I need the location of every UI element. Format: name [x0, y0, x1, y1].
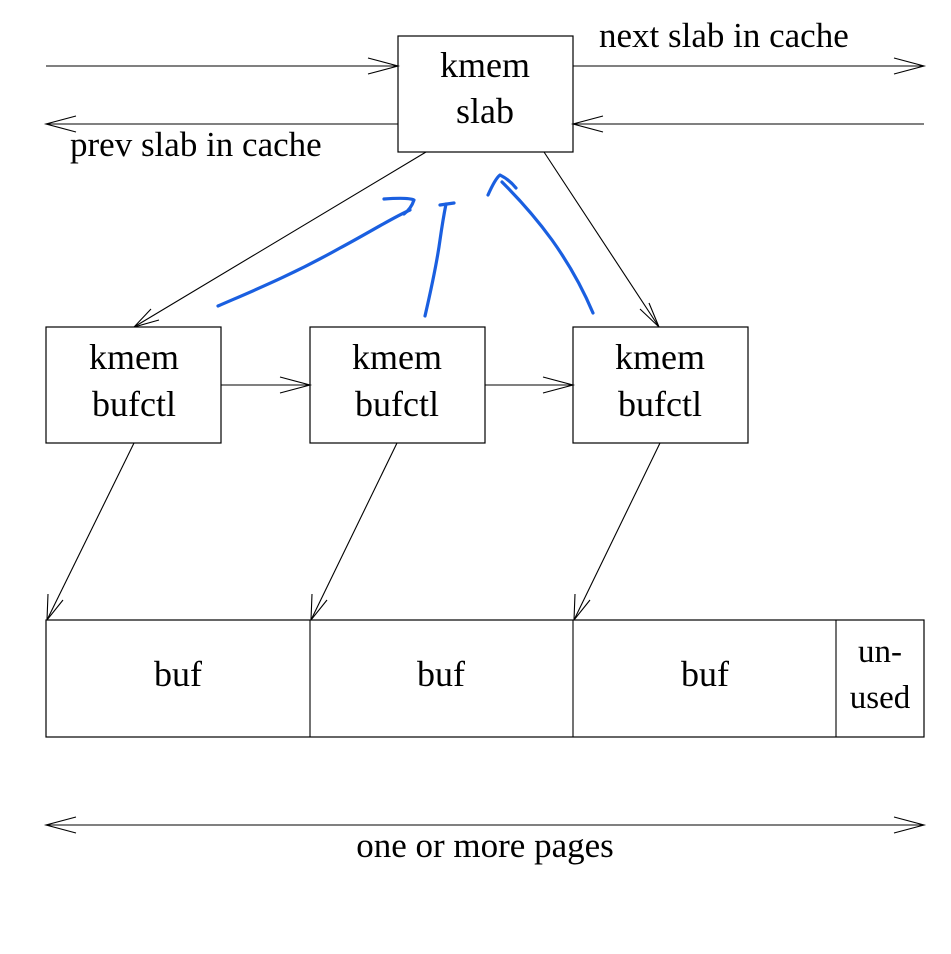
- kmem-slab-label-line1: kmem: [440, 45, 530, 85]
- kmem-slab-node: kmem slab: [397, 35, 574, 153]
- bufctl3-back-pointer-head: [486, 173, 518, 197]
- kmem-bufctl-box-2: [309, 326, 486, 444]
- bufctl1-to-bufctl2-arrowhead: [279, 376, 313, 394]
- bufctl1-back-pointer-stroke: [216, 208, 412, 308]
- bufctl3-to-buf3-line: [573, 442, 661, 621]
- prev-slab-arrowhead: [43, 115, 77, 133]
- bufctl-to-buf-links: [46, 442, 661, 622]
- pages-span-left-arrowhead: [43, 816, 77, 834]
- bufctl2-to-buf2-line: [310, 442, 398, 621]
- buffer-row-outline: [45, 619, 925, 738]
- buf-label-1: buf: [154, 654, 202, 694]
- prev-slab-label: prev slab in cache: [70, 125, 322, 164]
- prev-slab-incoming-arrowhead: [570, 115, 604, 133]
- incoming-slab-arrowhead: [367, 57, 401, 75]
- bufctl-chain-links: [221, 376, 576, 394]
- buffer-row: buf buf buf un- used: [45, 619, 925, 738]
- slab-to-bufctl-links: [132, 151, 660, 329]
- kmem-bufctl-1-line1: kmem: [89, 337, 179, 377]
- kmem-bufctl-3-line2: bufctl: [618, 384, 702, 424]
- kmem-bufctl-3-line1: kmem: [615, 337, 705, 377]
- kmem-bufctl-node-3: kmem bufctl: [572, 326, 749, 444]
- next-slab-label: next slab in cache: [599, 16, 849, 55]
- unused-label-line2: used: [850, 680, 911, 716]
- bufctl2-back-pointer-head: [438, 201, 456, 207]
- bufctl3-back-pointer-stroke: [500, 180, 595, 315]
- kmem-slab-box: [397, 35, 574, 153]
- unused-label-line1: un-: [858, 634, 902, 670]
- kmem-slab-label-line2: slab: [456, 91, 514, 131]
- kmem-bufctl-node-2: kmem bufctl: [309, 326, 486, 444]
- buf-label-3: buf: [681, 654, 729, 694]
- bufctl1-to-buf1-line: [46, 442, 135, 621]
- pages-span-label: one or more pages: [356, 826, 614, 865]
- pages-span-right-arrowhead: [893, 816, 927, 834]
- kmem-bufctl-node-1: kmem bufctl: [45, 326, 222, 444]
- kmem-bufctl-box-3: [572, 326, 749, 444]
- bufctl2-to-bufctl3-arrowhead: [542, 376, 576, 394]
- prev-slab-link: prev slab in cache: [43, 115, 924, 164]
- slab-to-bufctl1-line: [133, 151, 427, 328]
- buf-label-2: buf: [417, 654, 465, 694]
- slab-to-bufctl3-line: [543, 151, 660, 328]
- kmem-bufctl-1-line2: bufctl: [92, 384, 176, 424]
- bufctl2-back-pointer-stroke: [423, 202, 448, 318]
- kmem-bufctl-2-line2: bufctl: [355, 384, 439, 424]
- kmem-bufctl-2-line1: kmem: [352, 337, 442, 377]
- handwritten-annotations: [216, 173, 595, 318]
- bufctl1-back-pointer-head: [382, 196, 416, 216]
- next-slab-arrowhead: [893, 57, 927, 75]
- pages-span: one or more pages: [43, 816, 927, 865]
- next-slab-link: next slab in cache: [46, 16, 927, 75]
